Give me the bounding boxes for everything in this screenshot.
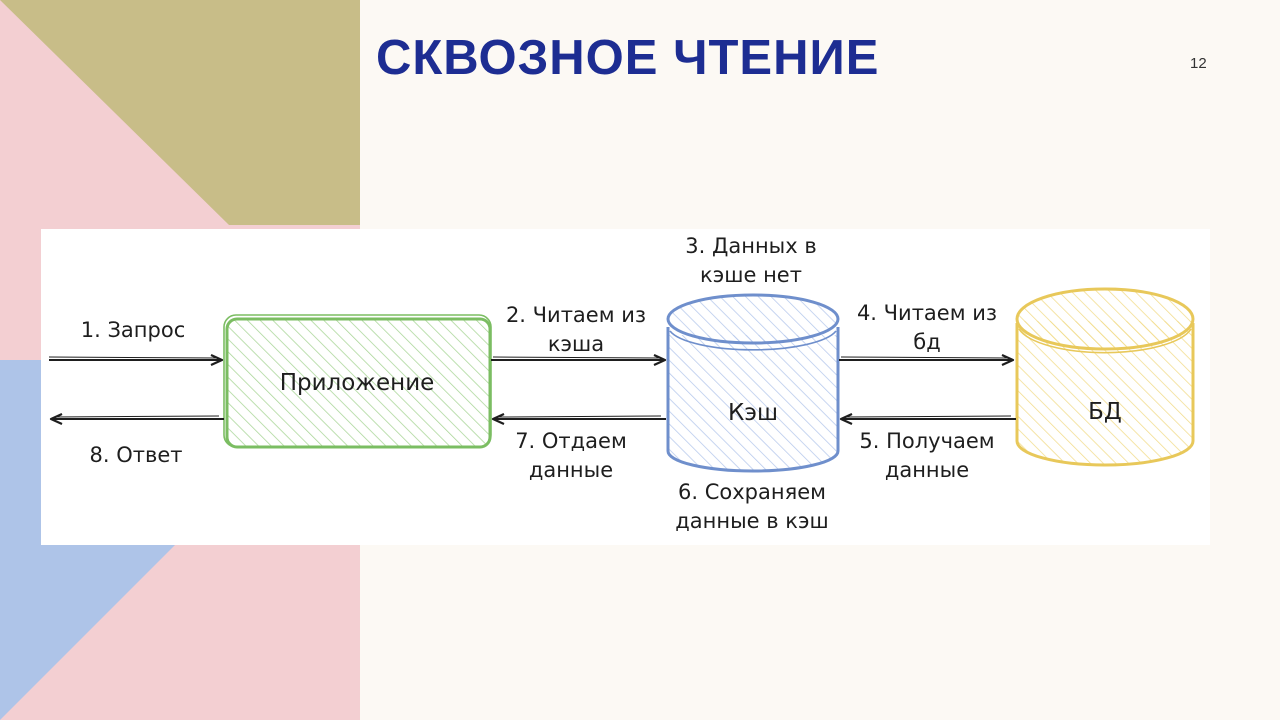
page-number: 12 [1190,55,1207,72]
step-5-line-1: 5. Получаем [859,429,995,453]
step-2-line-1: 2. Читаем из [505,303,647,327]
step-2-line-2: кэша [547,332,605,356]
arrows [48,353,1016,426]
step-5-label: 5. Получаем данные [837,427,1017,485]
step-6-line-2: данные в кэш [675,509,829,533]
step-1-label: 1. Запрос [63,316,203,345]
step-4-line-1: 4. Читаем из [856,301,998,325]
flow-diagram [48,287,1195,473]
step-3-line-1: 3. Данных в [685,234,817,258]
slide-title: СКВОЗНОЕ ЧТЕНИЕ [376,31,880,85]
step-7-line-1: 7. Отдаем [515,429,627,453]
diagram-panel: Приложение Кэш БД 1. Запрос 2. Читаем из… [41,229,1210,545]
step-2-label: 2. Читаем из кэша [486,301,666,359]
cache-node [666,293,840,473]
step-3-line-2: кэше нет [700,263,802,287]
step-3-label: 3. Данных в кэше нет [661,232,841,290]
step-7-line-2: данные [528,458,614,482]
db-node [1015,287,1195,467]
step-1-line-1: 1. Запрос [80,318,186,342]
step-4-label: 4. Читаем из бд [837,299,1017,357]
app-node [223,314,492,449]
step-8-line-1: 8. Ответ [89,443,183,467]
step-6-label: 6. Сохраняем данные в кэш [652,478,852,536]
step-7-label: 7. Отдаем данные [491,427,651,485]
olive-triangle [0,0,360,225]
app-node-label: Приложение [279,370,435,396]
step-5-line-2: данные [884,458,970,482]
step-4-line-2: бд [913,330,941,354]
step-8-label: 8. Ответ [71,441,201,470]
db-node-label: БД [1088,399,1122,425]
cache-node-label: Кэш [728,400,778,426]
step-6-line-1: 6. Сохраняем [678,480,826,504]
